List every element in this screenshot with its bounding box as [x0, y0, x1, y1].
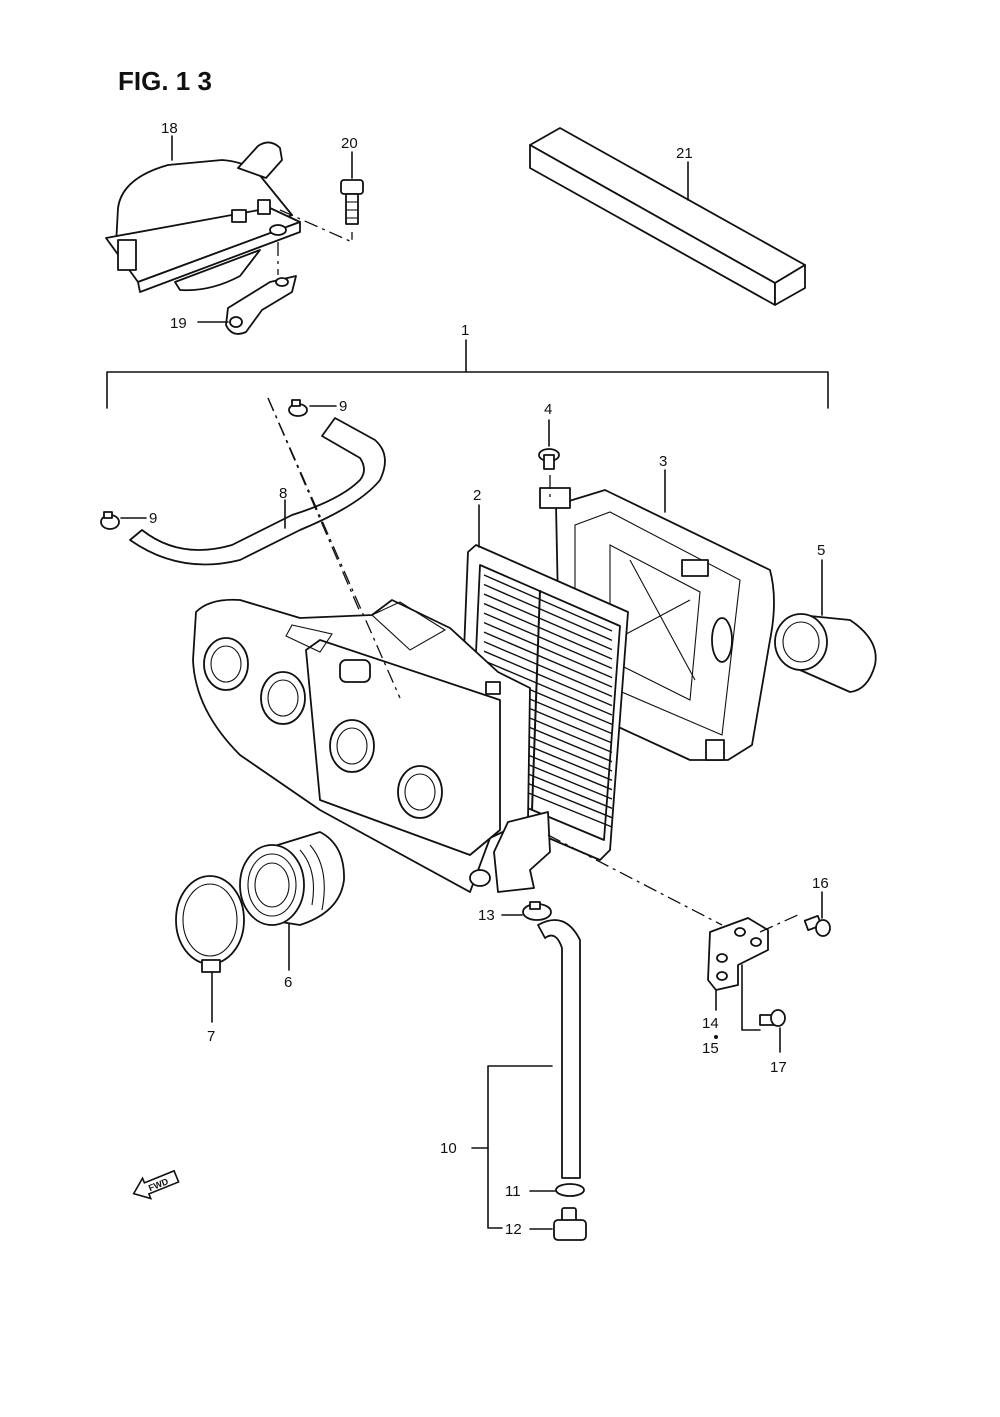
callout-12: 12 — [505, 1221, 522, 1238]
filter-pleat — [483, 583, 613, 641]
part-14-bracket — [707, 917, 769, 991]
part-10-drain-hose — [537, 919, 581, 1179]
part-9-clamp-upper — [288, 399, 308, 417]
install-line-14 — [547, 834, 723, 926]
install-line-8b — [267, 397, 361, 613]
callout-1: 1 — [461, 322, 469, 339]
callout-15: 15 — [702, 1040, 719, 1057]
part-17-screw — [759, 1009, 786, 1027]
part-18-resonator — [105, 141, 301, 293]
callout-14: 14 — [702, 1015, 719, 1032]
part-11-clip — [555, 1183, 585, 1197]
filter-pleat — [483, 660, 613, 716]
callout-16: 16 — [812, 875, 829, 892]
callout-17: 17 — [770, 1059, 787, 1076]
filter-pleat — [483, 641, 613, 697]
part-19-bracket — [225, 275, 297, 335]
install-line-20 — [279, 209, 353, 244]
filter-pleat — [483, 621, 613, 679]
callout-2: 2 — [473, 487, 481, 504]
callout-21: 21 — [676, 145, 693, 162]
fwd-arrow-icon: FWD — [132, 1169, 180, 1200]
part-9-clamp-left — [100, 511, 120, 530]
part-5-duct — [774, 613, 877, 693]
callout-dot — [714, 1035, 718, 1039]
part-12-plug — [553, 1207, 587, 1241]
filter-pleat — [483, 612, 613, 669]
filter-pleat — [483, 650, 613, 707]
callout-3: 3 — [659, 453, 667, 470]
callout-5: 5 — [817, 542, 825, 559]
install-line-16 — [759, 913, 801, 933]
part-8-hose — [129, 417, 386, 566]
callout-10: 10 — [440, 1140, 457, 1157]
part-16-screw — [803, 915, 831, 937]
part-20-bolt — [340, 179, 364, 225]
callout-11: 11 — [505, 1183, 521, 1200]
callout-4: 4 — [544, 401, 552, 418]
filter-pleat — [483, 574, 613, 632]
callout-6: 6 — [284, 974, 292, 991]
filter-pleat — [483, 593, 613, 651]
callout-20: 20 — [341, 135, 358, 152]
part-4-screw — [538, 448, 560, 470]
filter-pleat — [483, 631, 613, 688]
callout-7: 7 — [207, 1028, 215, 1045]
assembly-bracket-1 — [106, 371, 829, 409]
leader-14-17 — [741, 964, 761, 1031]
callout-8: 8 — [279, 485, 287, 502]
part-21-sponge — [529, 127, 806, 306]
part-7-clamp — [175, 875, 245, 973]
callout-9-left: 9 — [149, 510, 157, 527]
leader-10-bracket — [487, 1065, 553, 1229]
callout-9-upper: 9 — [339, 398, 347, 415]
part-13-clamp — [522, 901, 552, 921]
callout-18: 18 — [161, 120, 178, 137]
callout-19: 19 — [170, 315, 187, 332]
callout-13: 13 — [478, 907, 495, 924]
part-6-funnel — [239, 831, 345, 926]
filter-divider — [531, 589, 541, 811]
figure-title: FIG. 1 3 — [118, 66, 212, 96]
part-1-air-cleaner-case — [192, 598, 551, 893]
filter-pleat — [483, 602, 613, 660]
